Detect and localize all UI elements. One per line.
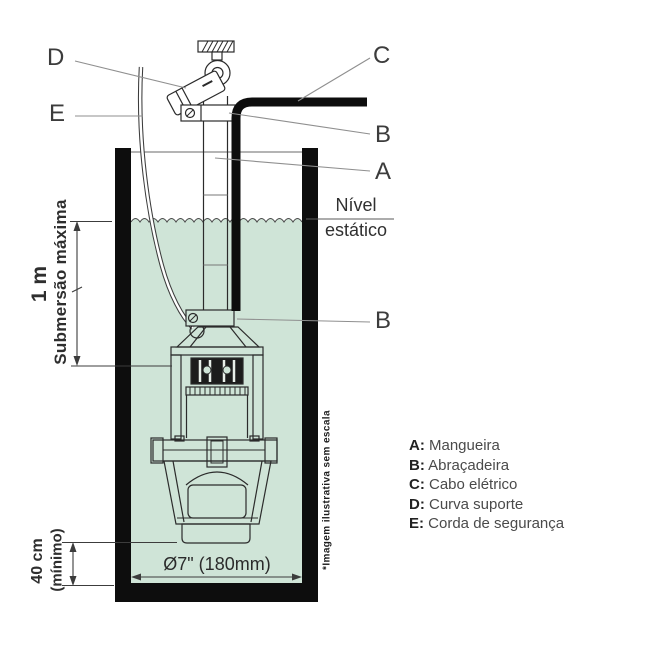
hose-pipe	[202, 96, 229, 318]
well-walls	[115, 148, 318, 602]
legend-label-c: Cabo elétrico	[429, 476, 518, 493]
well-wall-left	[115, 148, 131, 602]
legend-key-a: A:	[409, 437, 425, 454]
submersion-value-label: 1 m	[28, 265, 51, 303]
callout-d: D	[47, 44, 65, 71]
well-diameter-label: Ø7" (180mm)	[163, 554, 271, 574]
well-wall-right	[302, 148, 318, 602]
clearance-value-label: 40 cm	[29, 538, 46, 584]
callout-e: E	[49, 100, 66, 127]
dimension-clearance	[62, 541, 177, 587]
legend-label-b: Abraçadeira	[428, 456, 510, 474]
leader-lines	[74, 57, 371, 323]
leader-b-lower	[236, 318, 371, 323]
legend-item-b: B: Abraçadeira	[409, 456, 564, 476]
support-curve	[166, 70, 226, 116]
dimension-submersion	[70, 220, 172, 367]
legend-label-d: Curva suporte	[429, 495, 524, 513]
callout-a: A	[375, 158, 392, 185]
legend-key-b: B:	[409, 456, 425, 474]
water-level-label-line1: Nível	[335, 195, 377, 215]
legend-label-a: Mangueira	[429, 437, 500, 454]
callout-b-upper: B	[375, 121, 392, 148]
electric-cable	[231, 97, 367, 311]
legend-item-a: A: Mangueira	[409, 436, 564, 456]
legend-item-e: E: Corda de segurança	[409, 514, 564, 534]
leader-d	[74, 60, 187, 89]
water-surface-wave	[130, 217, 303, 224]
submersible-pump	[150, 323, 278, 544]
legend: A: Mangueira B: Abraçadeira C: Cabo elét…	[409, 436, 564, 534]
legend-key-c: C:	[409, 476, 425, 493]
water-level-label-line2: estático	[324, 220, 388, 240]
well-water	[130, 217, 303, 583]
dimension-diameter	[131, 573, 302, 581]
legend-key-e: E:	[409, 515, 424, 532]
submersion-text-label: Submersão máxima	[51, 199, 70, 365]
legend-label-e: Corda de segurança	[428, 515, 565, 532]
upper-clamp	[180, 104, 237, 122]
callout-c: C	[373, 42, 391, 69]
lower-clamp	[185, 309, 235, 327]
clearance-qualifier-label: (mínimo)	[48, 528, 66, 592]
leader-a	[214, 157, 371, 172]
legend-key-d: D:	[409, 495, 425, 513]
legend-item-c: C: Cabo elétrico	[409, 475, 564, 495]
safety-rope	[137, 66, 195, 330]
disclaimer-note: *Imagem ilustrativa sem escala	[321, 410, 333, 570]
callout-b-lower: B	[375, 307, 392, 334]
well-bottom	[115, 583, 318, 602]
legend-item-d: D: Curva suporte	[409, 495, 564, 515]
leader-c	[297, 57, 371, 102]
leader-b-upper	[228, 112, 371, 135]
